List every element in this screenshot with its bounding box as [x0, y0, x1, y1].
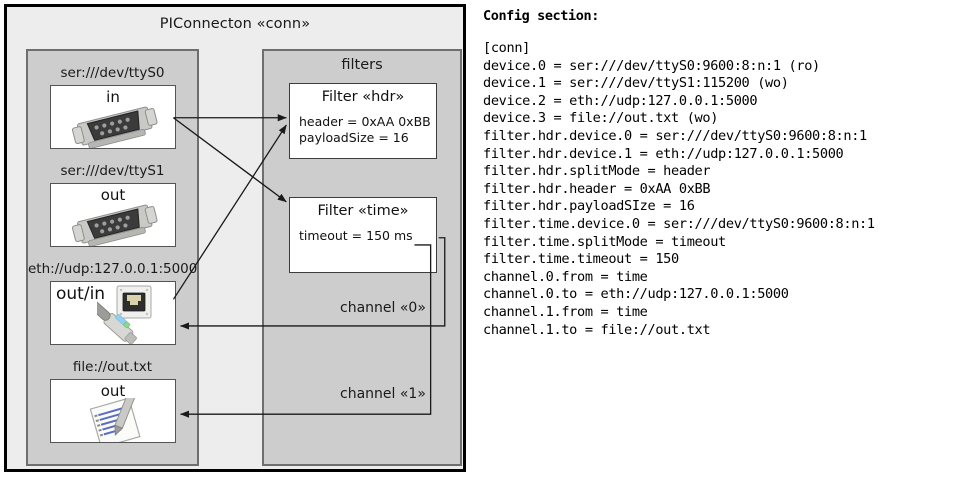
filter-prop: timeout = 150 ms — [299, 228, 413, 243]
device-label-ttys1: ser:///dev/ttyS1 — [60, 163, 165, 179]
piconnecton-container: PIConnecton «conn» ser:///dev/ttyS0 in — [4, 4, 466, 472]
filters-group: filters Filter «hdr» header = 0xAA 0xBB … — [262, 49, 462, 466]
filter-prop: header = 0xAA 0xBB — [299, 114, 431, 129]
device-label-file: file://out.txt — [72, 359, 153, 375]
device-card-file[interactable]: out — [50, 379, 176, 443]
channel-label-0: channel «0» — [340, 300, 426, 316]
serial-port-icon — [71, 204, 158, 246]
devices-group: ser:///dev/ttyS0 in — [26, 49, 199, 466]
diagram-title: PIConnecton «conn» — [159, 16, 311, 32]
filter-props-time: timeout = 150 ms — [299, 228, 413, 244]
device-card-ttys1[interactable]: out — [50, 183, 176, 247]
device-direction-ttys1: out — [100, 186, 126, 204]
channel-label-1: channel «1» — [340, 386, 426, 402]
filter-prop: payloadSize = 16 — [299, 129, 409, 145]
device-direction-ttys0: in — [106, 88, 120, 106]
ethernet-jack-icon — [97, 285, 152, 344]
filter-title-hdr: Filter «hdr» — [321, 89, 405, 105]
serial-port-icon — [71, 106, 158, 148]
filters-group-title: filters — [341, 57, 383, 73]
config-text: [conn] device.0 = ser:///dev/ttyS0:9600:… — [483, 40, 875, 338]
device-direction-file: out — [100, 382, 126, 400]
config-heading: Config section: — [483, 8, 599, 24]
device-direction-eth: out/in — [56, 284, 106, 304]
device-card-ttys0[interactable]: in — [50, 85, 176, 149]
text-file-icon — [89, 398, 141, 442]
device-card-eth[interactable]: out/in — [50, 281, 176, 345]
filter-props-hdr: header = 0xAA 0xBB payloadSize = 16 — [299, 114, 431, 145]
filter-title-time: Filter «time» — [317, 203, 409, 219]
filter-box-hdr[interactable]: Filter «hdr» header = 0xAA 0xBB payloadS… — [289, 83, 437, 159]
device-label-eth: eth://udp:127.0.0.1:5000 — [28, 261, 198, 277]
config-section-panel: Config section: [conn] device.0 = ser://… — [481, 0, 961, 484]
filter-box-time[interactable]: Filter «time» timeout = 150 ms — [289, 197, 437, 273]
device-label-ttys0: ser:///dev/ttyS0 — [60, 65, 165, 81]
